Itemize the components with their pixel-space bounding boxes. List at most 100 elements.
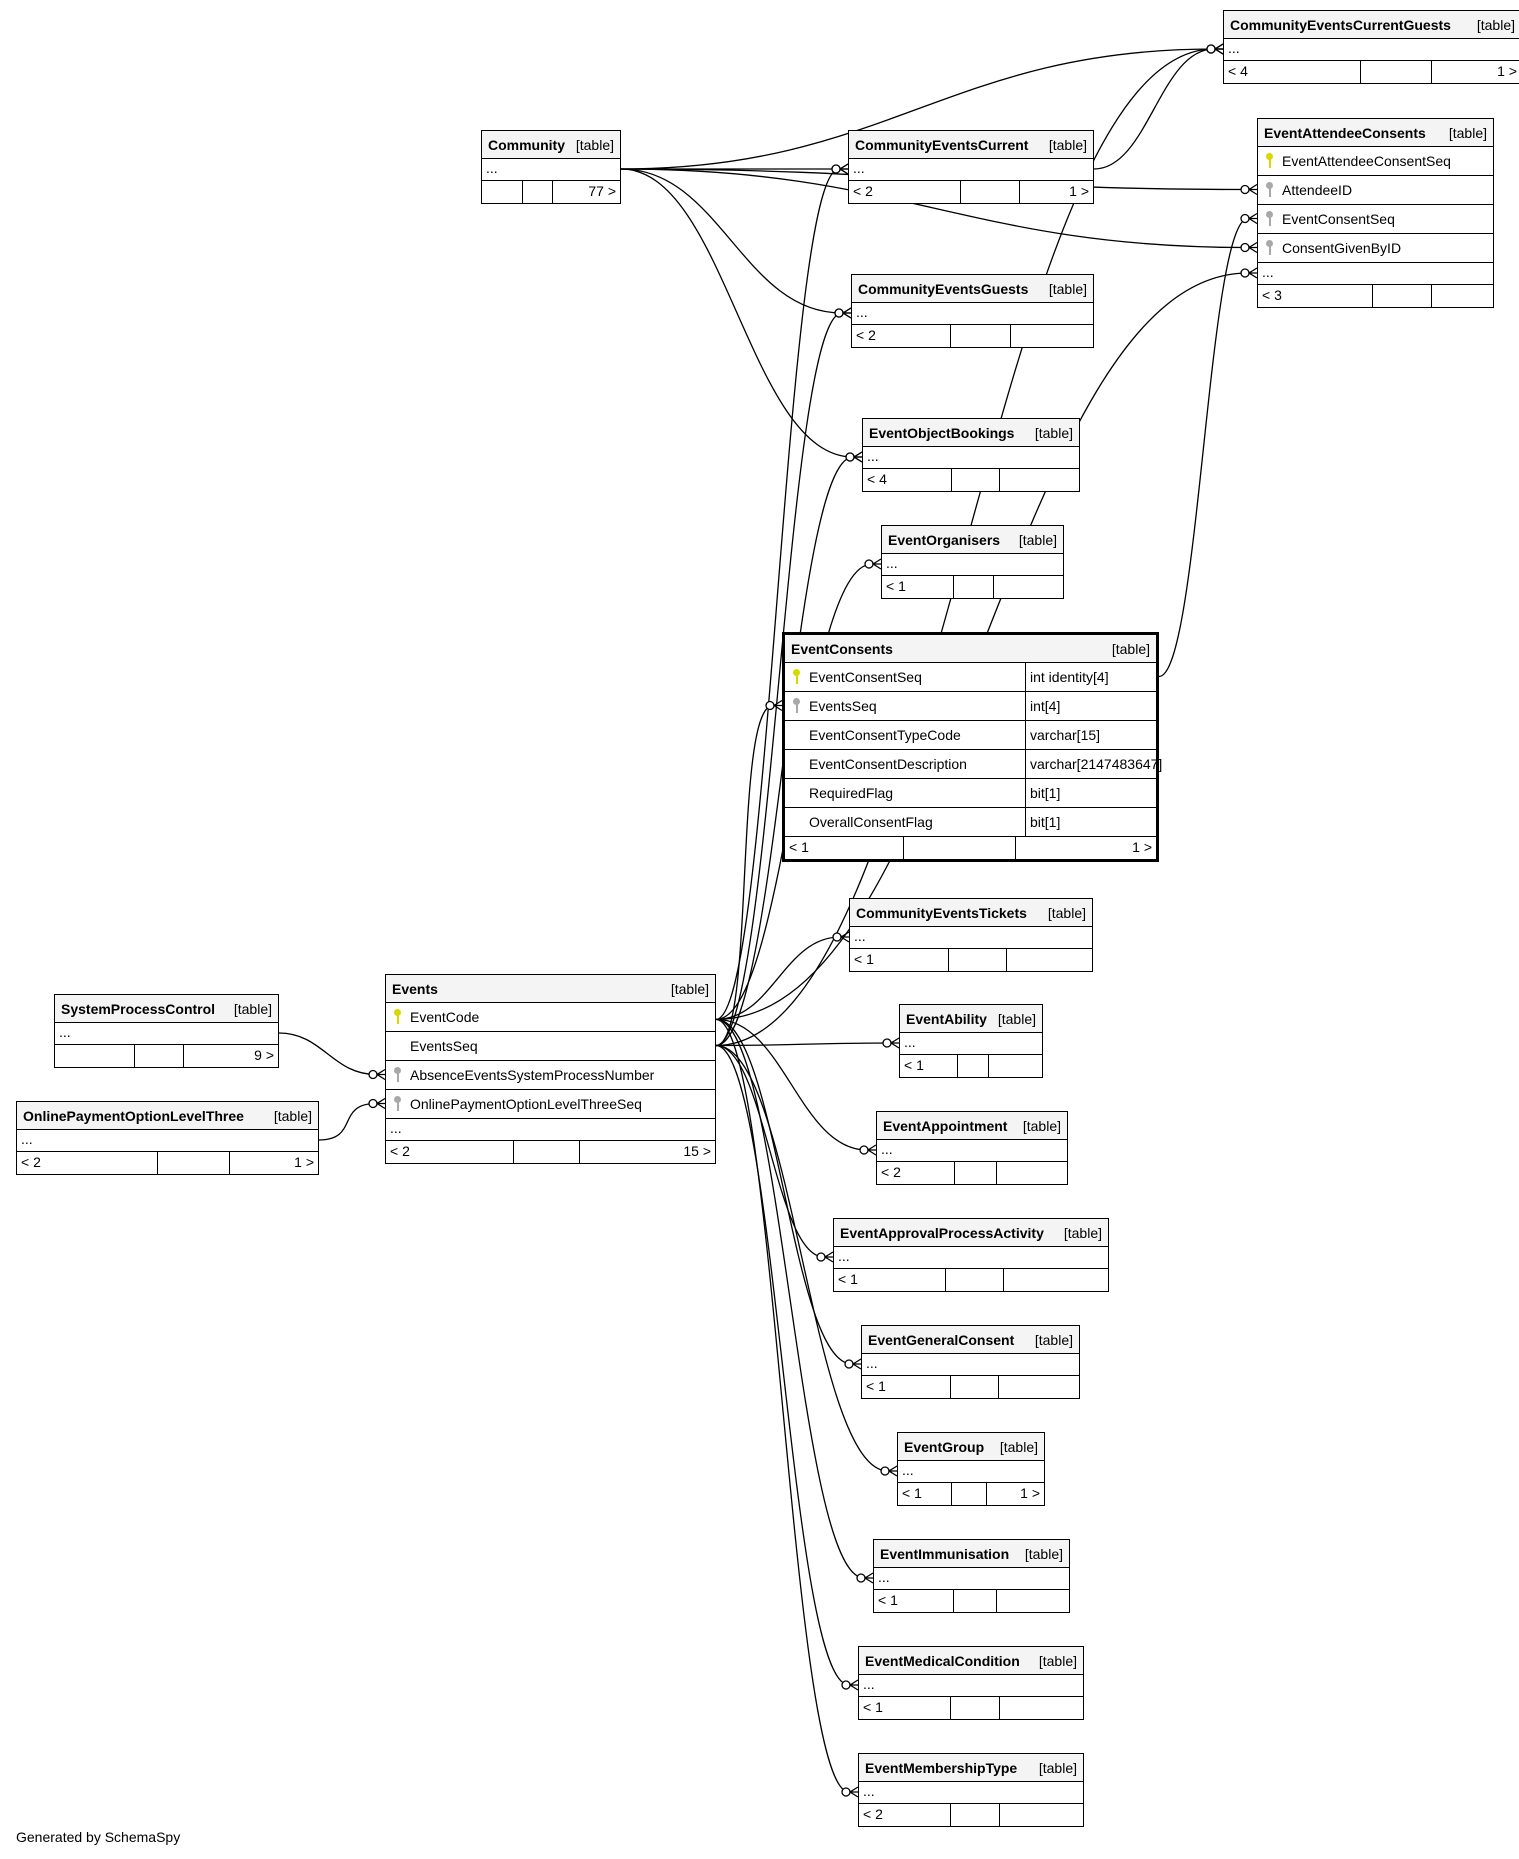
column-row[interactable]: AttendeeID — [1258, 176, 1493, 205]
parents-count[interactable]: < 2 — [849, 181, 961, 203]
table-name[interactable]: CommunityEventsCurrentGuests — [1230, 16, 1451, 33]
table-name[interactable]: EventGeneralConsent — [868, 1331, 1015, 1348]
more-columns-ellipsis[interactable]: ... — [1258, 263, 1493, 285]
table-header[interactable]: EventMedicalCondition[table] — [859, 1647, 1083, 1675]
table-name[interactable]: CommunityEventsGuests — [858, 280, 1029, 297]
table-header[interactable]: EventAbility[table] — [900, 1005, 1042, 1033]
event-membership-type-table[interactable]: EventMembershipType[table]...< 2 — [858, 1753, 1084, 1827]
table-header[interactable]: EventMembershipType[table] — [859, 1754, 1083, 1782]
table-header[interactable]: EventGeneralConsent[table] — [862, 1326, 1079, 1354]
children-count[interactable]: 9 > — [254, 1047, 274, 1063]
more-columns-ellipsis[interactable]: ... — [874, 1568, 1069, 1590]
online-payment-option-level-three-table[interactable]: OnlinePaymentOptionLevelThree[table]...<… — [16, 1101, 319, 1175]
parents-count[interactable]: < 1 — [898, 1483, 952, 1505]
parents-count[interactable]: < 1 — [900, 1055, 958, 1077]
parents-count[interactable]: < 2 — [852, 325, 951, 347]
more-columns-ellipsis[interactable]: ... — [1224, 39, 1519, 61]
parents-count[interactable]: < 1 — [850, 949, 949, 971]
event-attendee-consents-table[interactable]: EventAttendeeConsents[table]EventAttende… — [1257, 118, 1494, 308]
table-header[interactable]: CommunityEventsCurrentGuests[table] — [1224, 11, 1519, 39]
event-object-bookings-table[interactable]: EventObjectBookings[table]...< 4 — [862, 418, 1080, 492]
children-count[interactable]: 15 > — [683, 1143, 711, 1159]
children-count[interactable]: 1 > — [1020, 1485, 1040, 1501]
table-header[interactable]: Community[table] — [482, 131, 620, 159]
event-organisers-table[interactable]: EventOrganisers[table]...< 1 — [881, 525, 1064, 599]
table-header[interactable]: EventAppointment[table] — [877, 1112, 1067, 1140]
event-immunisation-table[interactable]: EventImmunisation[table]...< 1 — [873, 1539, 1070, 1613]
parents-count[interactable]: < 2 — [386, 1141, 514, 1163]
table-header[interactable]: EventApprovalProcessActivity[table] — [834, 1219, 1108, 1247]
parents-count[interactable]: < 1 — [859, 1697, 951, 1719]
more-columns-ellipsis[interactable]: ... — [859, 1675, 1083, 1697]
table-name[interactable]: EventApprovalProcessActivity — [840, 1224, 1044, 1241]
parents-count[interactable]: < 1 — [862, 1376, 951, 1398]
column-row[interactable]: EventAttendeeConsentSeq — [1258, 147, 1493, 176]
table-name[interactable]: EventGroup — [904, 1438, 985, 1455]
more-columns-ellipsis[interactable]: ... — [834, 1247, 1108, 1269]
event-ability-table[interactable]: EventAbility[table]...< 1 — [899, 1004, 1043, 1078]
more-columns-ellipsis[interactable]: ... — [17, 1130, 318, 1152]
parents-count[interactable]: < 1 — [834, 1269, 946, 1291]
parents-count[interactable]: < 4 — [863, 469, 952, 491]
more-columns-ellipsis[interactable]: ... — [482, 159, 620, 181]
table-name[interactable]: EventAbility — [906, 1010, 987, 1027]
parents-count[interactable]: < 3 — [1258, 285, 1373, 307]
parents-count[interactable]: < 4 — [1224, 61, 1361, 83]
more-columns-ellipsis[interactable]: ... — [55, 1023, 278, 1045]
table-name[interactable]: EventImmunisation — [880, 1545, 1010, 1562]
parents-count[interactable]: < 1 — [874, 1590, 954, 1612]
table-header[interactable]: Events[table] — [386, 975, 715, 1003]
event-approval-process-activity-table[interactable]: EventApprovalProcessActivity[table]...< … — [833, 1218, 1109, 1292]
more-columns-ellipsis[interactable]: ... — [850, 927, 1092, 949]
table-name[interactable]: Community — [488, 136, 565, 153]
more-columns-ellipsis[interactable]: ... — [862, 1354, 1079, 1376]
table-header[interactable]: CommunityEventsTickets[table] — [850, 899, 1092, 927]
more-columns-ellipsis[interactable]: ... — [877, 1140, 1067, 1162]
more-columns-ellipsis[interactable]: ... — [859, 1782, 1083, 1804]
parents-count[interactable]: < 1 — [882, 576, 954, 598]
community-events-tickets-table[interactable]: CommunityEventsTickets[table]...< 1 — [849, 898, 1093, 972]
more-columns-ellipsis[interactable]: ... — [386, 1119, 715, 1141]
column-row[interactable]: ConsentGivenByID — [1258, 234, 1493, 263]
more-columns-ellipsis[interactable]: ... — [852, 303, 1093, 325]
children-count[interactable]: 1 > — [1132, 839, 1153, 855]
more-columns-ellipsis[interactable]: ... — [849, 159, 1093, 181]
table-header[interactable]: EventGroup[table] — [898, 1433, 1044, 1461]
table-header[interactable]: EventImmunisation[table] — [874, 1540, 1069, 1568]
table-header[interactable]: CommunityEventsCurrent[table] — [849, 131, 1093, 159]
table-name[interactable]: EventAppointment — [883, 1117, 1008, 1134]
column-row[interactable]: OnlinePaymentOptionLevelThreeSeq — [386, 1090, 715, 1119]
table-header[interactable]: OnlinePaymentOptionLevelThree[table] — [17, 1102, 318, 1130]
event-appointment-table[interactable]: EventAppointment[table]...< 2 — [876, 1111, 1068, 1185]
table-header[interactable]: EventConsents[table] — [785, 635, 1156, 663]
community-events-current-table[interactable]: CommunityEventsCurrent[table]...< 2 1 > — [848, 130, 1094, 204]
table-name[interactable]: SystemProcessControl — [61, 1000, 216, 1017]
parents-count[interactable]: < 1 — [785, 837, 904, 859]
table-header[interactable]: CommunityEventsGuests[table] — [852, 275, 1093, 303]
more-columns-ellipsis[interactable]: ... — [882, 554, 1063, 576]
table-header[interactable]: EventObjectBookings[table] — [863, 419, 1079, 447]
children-count[interactable]: 1 > — [1497, 63, 1517, 79]
table-name[interactable]: EventMedicalCondition — [865, 1652, 1020, 1669]
table-name[interactable]: OnlinePaymentOptionLevelThree — [23, 1107, 244, 1124]
table-name[interactable]: EventMembershipType — [865, 1759, 1018, 1776]
table-header[interactable]: EventOrganisers[table] — [882, 526, 1063, 554]
column-row[interactable]: EventConsentSeq — [1258, 205, 1493, 234]
system-process-control-table[interactable]: SystemProcessControl[table]...9 > — [54, 994, 279, 1068]
table-name[interactable]: Events — [392, 980, 438, 997]
table-name[interactable]: EventObjectBookings — [869, 424, 1015, 441]
children-count[interactable]: 1 > — [1069, 183, 1089, 199]
table-name[interactable]: EventOrganisers — [888, 531, 1001, 548]
children-count[interactable]: 77 > — [588, 183, 616, 199]
parents-count[interactable]: < 2 — [877, 1162, 955, 1184]
community-events-current-guests-table[interactable]: CommunityEventsCurrentGuests[table]...< … — [1223, 10, 1519, 84]
